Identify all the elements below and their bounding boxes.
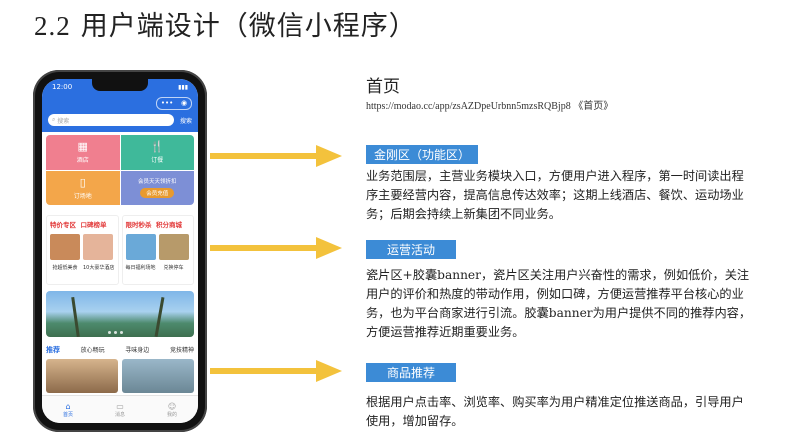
signal-icon: ▮▮▮ — [178, 83, 188, 91]
promo-caption: 每日福利场地 — [125, 265, 156, 271]
section-desc-recommend: 根据用户点击率、浏览率、购买率为用户精准定位推送商品，引导用户 使用，增加留存。 — [366, 393, 786, 431]
promo-image[interactable] — [125, 234, 156, 260]
desc-line: 业务范围层，主营业务模块入口，方便用户进入程序，第一时间读出程 — [366, 169, 744, 183]
vip-recharge-button[interactable]: 会员充值 — [140, 188, 175, 199]
recommend-list — [46, 359, 194, 393]
section-title: 用户端设计（微信小程序） — [80, 11, 417, 42]
section-heading: 2.2 用户端设计（微信小程序） — [34, 4, 417, 43]
status-time: 12:00 — [52, 83, 73, 91]
venue-icon: ▯ — [79, 175, 86, 189]
rec-tab[interactable]: 放心畅玩 — [80, 347, 105, 354]
rec-tab[interactable]: 竞技精神 — [169, 347, 194, 354]
message-icon: ▭ — [116, 402, 124, 411]
desc-line: 用户的评价和热度的带动作用，例如口碑，方便运营推荐平台核心的业 — [366, 287, 744, 301]
profile-icon: ☺ — [167, 402, 177, 411]
promo-caption: 兑换停车 — [163, 265, 184, 271]
promo-image[interactable] — [158, 234, 189, 260]
desc-line: 务；后期会持续上新集团不同业务。 — [366, 207, 561, 221]
desc-line: 使用，增加留存。 — [366, 414, 464, 428]
tab-profile[interactable]: ☺ 我的 — [167, 402, 177, 418]
more-icon[interactable]: ••• — [160, 99, 174, 107]
promo-title: 限时秒杀 — [125, 221, 152, 229]
capsule-menu[interactable]: ••• ◉ — [156, 96, 192, 110]
desc-line: 瓷片区+胶囊banner，瓷片区关注用户兴奋性的需求，例如低价，关注 — [366, 268, 750, 282]
desc-line: 根据用户点击率、浏览率、购买率为用户精准定位推送商品，引导用户 — [366, 395, 744, 409]
close-target-icon[interactable]: ◉ — [181, 99, 188, 107]
arrow-right-icon — [210, 237, 342, 259]
search-placeholder: 搜索 — [57, 117, 70, 125]
bottom-tab-bar: ⌂ 首页 ▭ 消息 ☺ 我的 — [42, 395, 198, 423]
function-grid: ▦ 酒店 🍴 订餐 ▯ 订场地 会员天天领折扣 会员充值 — [46, 135, 194, 205]
grid-item-label: 酒店 — [76, 157, 89, 165]
recommend-tabs: 推荐 放心畅玩 寻味身边 竞技精神 — [46, 345, 194, 355]
desc-line: 序主要经营内容，提高信息传达效率；这期上线酒店、餐饮、运动场业 — [366, 188, 744, 202]
promo-image[interactable] — [50, 234, 80, 260]
promo-caption: 10大豪华酒店 — [83, 265, 115, 271]
capsule-banner[interactable] — [46, 291, 194, 337]
home-icon: ⌂ — [65, 402, 71, 411]
section-desc-operations: 瓷片区+胶囊banner，瓷片区关注用户兴奋性的需求，例如低价，关注 用户的评价… — [366, 266, 786, 342]
desc-line: 方便运营推荐近期重要业务。 — [366, 325, 525, 339]
search-button[interactable]: 搜索 — [179, 117, 192, 125]
search-icon: ⌕ — [52, 116, 58, 123]
palm-tree-image — [154, 297, 165, 337]
grid-item-dining[interactable]: 🍴 订餐 — [120, 135, 194, 170]
palm-tree-image — [71, 296, 80, 337]
banner-pagination — [108, 331, 123, 334]
promo-title: 积分商城 — [156, 221, 183, 229]
section-number: 2.2 — [34, 11, 71, 41]
search-bar: ⌕ 搜索 搜索 — [42, 111, 198, 132]
grid-item-venue[interactable]: ▯ 订场地 — [46, 170, 120, 205]
section-label-kingkong: 金刚区（功能区） — [366, 145, 478, 164]
tab-message[interactable]: ▭ 消息 — [115, 402, 125, 418]
desc-line: 务，也为平台商家进行引流。胶囊banner为用户提供不同的推荐内容， — [366, 306, 752, 320]
arrow-right-icon — [210, 145, 342, 167]
promo-tiles: 特价专区 口碑榜单 抢超低美食 10大豪华酒店 限时秒杀 积分商城 — [46, 215, 194, 285]
vip-title: 会员天天领折扣 — [137, 179, 177, 186]
promo-card-right[interactable]: 限时秒杀 积分商城 每日福利场地 兑换停车 — [121, 215, 194, 285]
tab-label: 我的 — [166, 412, 177, 418]
arrow-right-icon — [210, 360, 342, 382]
dining-icon: 🍴 — [150, 140, 165, 154]
tab-label: 消息 — [114, 412, 125, 418]
rec-tab[interactable]: 推荐 — [46, 346, 60, 354]
search-input[interactable]: ⌕ 搜索 — [48, 114, 174, 126]
phone-notch — [92, 79, 148, 91]
section-label-recommend: 商品推荐 — [366, 363, 456, 382]
grid-item-label: 订餐 — [151, 157, 164, 165]
hotel-icon: ▦ — [77, 140, 88, 154]
grid-item-hotel[interactable]: ▦ 酒店 — [46, 135, 120, 170]
page-title: 首页 — [366, 77, 400, 97]
grid-item-vip[interactable]: 会员天天领折扣 会员充值 — [120, 170, 194, 205]
promo-image[interactable] — [83, 234, 113, 260]
promo-caption: 抢超低美食 — [52, 265, 78, 271]
section-label-operations: 运营活动 — [366, 240, 456, 259]
promo-title: 特价专区 — [50, 221, 76, 229]
recommend-item[interactable] — [46, 359, 118, 393]
prototype-link[interactable]: https://modao.cc/app/zsAZDpeUrbnn5mzsRQB… — [366, 101, 614, 112]
tab-label: 首页 — [62, 412, 73, 418]
promo-title: 口碑榜单 — [80, 221, 107, 229]
promo-card-left[interactable]: 特价专区 口碑榜单 抢超低美食 10大豪华酒店 — [46, 215, 119, 285]
mini-program-navbar: ••• ◉ — [42, 95, 198, 111]
tab-home[interactable]: ⌂ 首页 — [63, 402, 73, 418]
grid-item-label: 订场地 — [73, 192, 92, 200]
section-desc-kingkong: 业务范围层，主营业务模块入口，方便用户进入程序，第一时间读出程 序主要经营内容，… — [366, 167, 786, 224]
rec-tab[interactable]: 寻味身边 — [125, 347, 150, 354]
phone-screen: 12:00 ▮▮▮ ••• ◉ ⌕ 搜索 搜索 ▦ 酒店 🍴 订餐 — [42, 79, 198, 423]
recommend-item[interactable] — [122, 359, 194, 393]
phone-mockup: 12:00 ▮▮▮ ••• ◉ ⌕ 搜索 搜索 ▦ 酒店 🍴 订餐 — [33, 70, 207, 432]
